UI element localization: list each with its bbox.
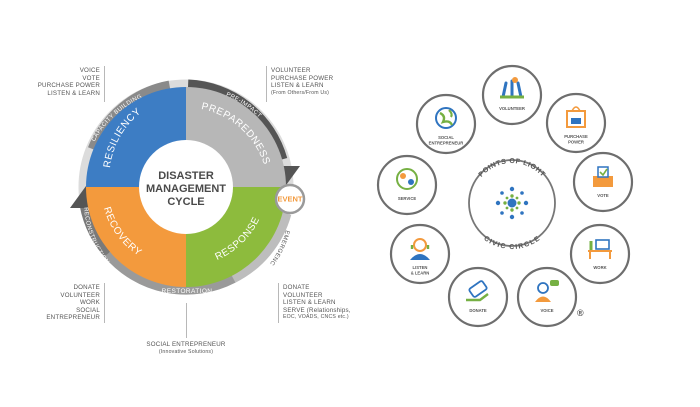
listening-person-icon (410, 238, 430, 260)
note-line: VOLUNTEER (271, 67, 311, 74)
note-line: VOLUNTEER (283, 291, 323, 299)
note-line: SOCIAL (76, 306, 100, 314)
note-line: SERVE (Relationships, (283, 306, 351, 314)
cycle-center (139, 140, 233, 234)
cycle-title-line1: DISASTER (158, 170, 214, 182)
civic-item-label: LISTEN (413, 265, 428, 270)
helping-hands-icon (396, 168, 418, 190)
note-divider-bottom-center (186, 303, 187, 338)
note-divider-bottom-right (278, 283, 279, 323)
note-top-right: VOLUNTEER PURCHASE POWER LISTEN & LEARN … (271, 67, 333, 97)
note-line: PURCHASE POWER (37, 82, 100, 90)
speaking-person-icon (535, 280, 559, 302)
civic-item-work: WORK (569, 223, 631, 285)
civic-item-label: PURCHASE (564, 134, 588, 139)
note-line: PURCHASE POWER (271, 74, 334, 82)
civic-item-label: SERVICE (398, 196, 417, 201)
civic-item-label: ENTREPRENEUR (429, 141, 464, 146)
civic-item-label: VOTE (597, 193, 609, 198)
note-bottom-left: DONATE VOLUNTEER WORK SOCIAL ENTREPRENEU… (46, 284, 100, 322)
note-line: VOTE (82, 74, 100, 82)
note-divider-top-left (104, 66, 105, 102)
note-divider-bottom-left (104, 283, 105, 323)
civic-item-label: WORK (593, 265, 606, 270)
civic-circle-ring (468, 159, 556, 247)
civic-item-circle (447, 266, 509, 328)
note-line: WORK (79, 299, 100, 307)
note-line: VOICE (79, 67, 100, 74)
civic-item-vote: VOTE (572, 151, 634, 213)
civic-item-label: POWER (568, 140, 584, 145)
donation-hand-icon (466, 280, 489, 302)
globe-icon (435, 107, 457, 129)
desk-icon (588, 239, 612, 259)
civic-arc-bottom-label: CIVIC CIRCLE (482, 235, 541, 251)
civic-item-listen-learn: LISTEN& LEARN (389, 223, 451, 285)
note-line: SOCIAL ENTREPRENEUR (146, 341, 226, 348)
note-bottom-right: DONATE VOLUNTEER LISTEN & LEARN SERVE (R… (283, 284, 351, 322)
civic-item-circle (376, 154, 438, 216)
civic-item-volunteer: VOLUNTEER (481, 64, 543, 126)
note-line: DONATE (283, 284, 310, 291)
civic-item-label: VOICE (540, 308, 553, 313)
points-of-light-logo-icon (495, 186, 529, 220)
civic-item-voice: VOICE (516, 266, 578, 328)
note-line: LISTEN & LEARN (271, 82, 324, 90)
note-line: ENTREPRENEUR (46, 314, 100, 322)
hands-heart-icon (500, 77, 524, 99)
registered-mark: ® (577, 308, 584, 318)
civic-item-service: SERVICE (376, 154, 438, 216)
note-line: (Innovative Solutions) (158, 348, 214, 355)
ballot-box-icon (593, 166, 613, 187)
note-divider-top-right (266, 66, 267, 102)
note-line: VOLUNTEER (60, 291, 100, 299)
restoration-label: RESTORATION (162, 288, 213, 295)
civic-item-circle (415, 93, 477, 155)
note-top-left: VOICE VOTE PURCHASE POWER LISTEN & LEARN (38, 67, 100, 97)
cycle-title-line2: MANAGEMENT (146, 183, 226, 195)
civic-item-label: SOCIAL (438, 135, 454, 140)
emergency-ring-segment (228, 210, 292, 283)
note-line: DONATE (73, 284, 100, 291)
event-badge (274, 183, 306, 215)
event-label: EVENT (277, 195, 302, 204)
civic-item-donate: DONATE (447, 266, 509, 328)
note-line: EOC, VOADS, CNCS etc.) (283, 314, 349, 321)
shopping-bag-icon (566, 106, 586, 128)
note-line: LISTEN & LEARN (47, 89, 100, 97)
civic-item-circle (569, 223, 631, 285)
civic-item-label: VOLUNTEER (499, 106, 525, 111)
civic-item-label: DONATE (469, 308, 487, 313)
civic-item-label: & LEARN (411, 271, 430, 276)
note-line: LISTEN & LEARN (283, 299, 336, 307)
civic-item-circle (516, 266, 578, 328)
cycle-title-line3: CYCLE (167, 196, 204, 208)
note-bottom-center: SOCIAL ENTREPRENEUR (Innovative Solution… (136, 341, 236, 356)
note-line: (From Others/From Us) (271, 89, 330, 96)
